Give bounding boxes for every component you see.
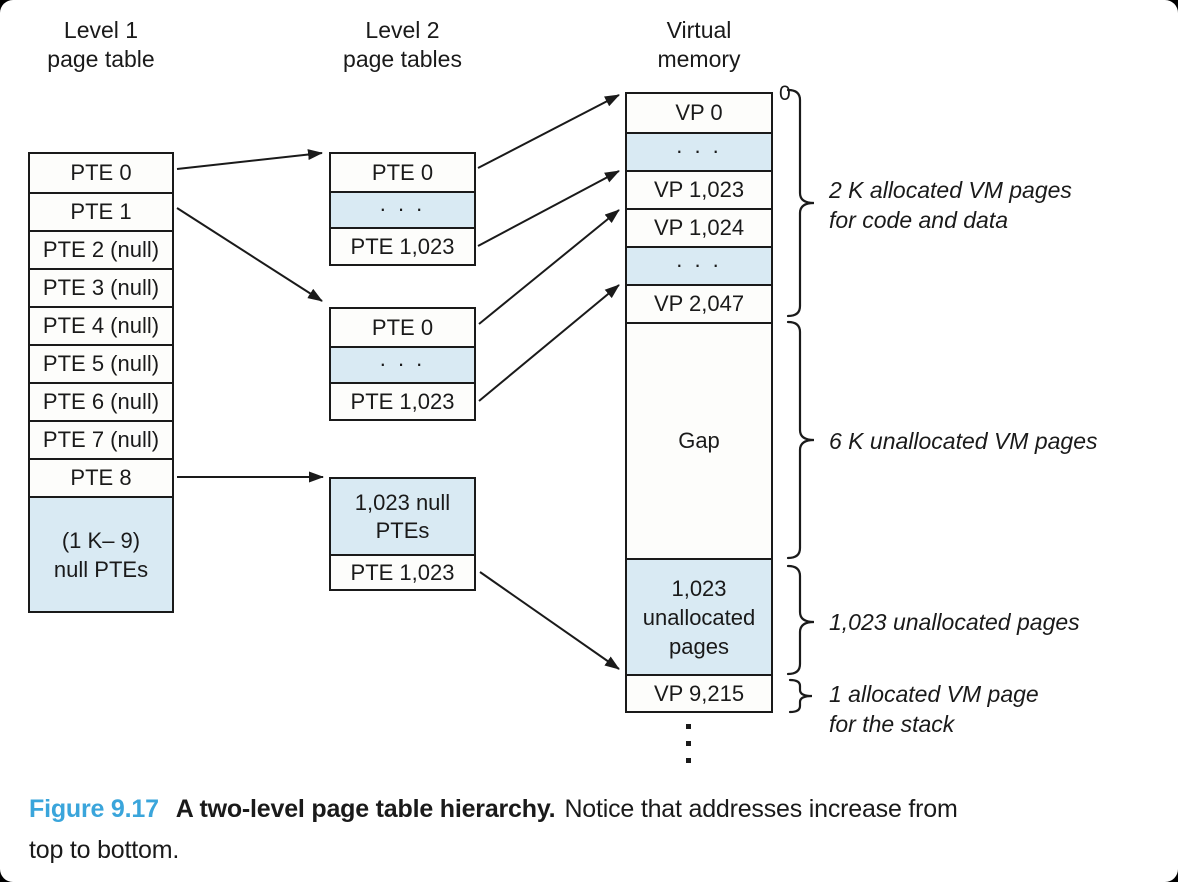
vertical-ellipsis-icon [686, 724, 691, 775]
virtual-memory-column: VP 0 . . . VP 1,023 VP 1,024 . . . VP 2,… [625, 92, 773, 713]
ellipsis-row: . . . [627, 246, 771, 284]
brace-unallocated-pages [786, 564, 815, 676]
arrow-table2-pte1023-to-vp2047 [478, 284, 620, 402]
table-row: PTE 0 [331, 309, 474, 346]
null-block-line2: PTEs [375, 517, 430, 543]
annotation-line: 1 allocated VM page [829, 681, 1039, 707]
level1-heading-line1: Level 1 [63, 17, 139, 43]
vm-heading-line1: Virtual [666, 17, 732, 43]
level2-heading-line1: Level 2 [365, 17, 440, 43]
arrow-table1-pte0-to-vp0 [477, 94, 620, 169]
table-row: PTE 1,023 [331, 554, 474, 589]
null-ptes-block: 1,023 null PTEs [331, 479, 474, 554]
table-row: VP 2,047 [627, 284, 771, 322]
unallocated-line1: 1,023 [671, 575, 727, 601]
level1-page-table: PTE 0 PTE 1 PTE 2 (null) PTE 3 (null) PT… [28, 152, 174, 613]
annotation-code-data: 2 K allocated VM pages for code and data [829, 175, 1072, 235]
unallocated-pages-block: 1,023 unallocated pages [627, 558, 771, 674]
annotation-line: for the stack [829, 711, 955, 737]
table-row: PTE 0 [331, 154, 474, 191]
arrow-pte1-to-table2 [176, 207, 323, 302]
annotation-line: 2 K allocated VM pages [829, 177, 1072, 203]
virtual-memory-heading: Virtual memory [625, 16, 773, 74]
ellipsis: . . . [676, 247, 722, 272]
level1-heading: Level 1 page table [28, 16, 174, 74]
ellipsis: . . . [676, 133, 722, 158]
table-row: PTE 1,023 [331, 227, 474, 264]
arrow-table1-pte1023-to-vp1023 [477, 170, 620, 247]
table-row: PTE 7 (null) [30, 420, 172, 458]
null-block-line1: 1,023 null [354, 489, 451, 515]
figure-caption: Figure 9.17 A two-level page table hierar… [29, 789, 1153, 871]
null-ptes-line2: null PTEs [53, 556, 149, 582]
arrow-table2-pte0-to-vp1024 [478, 209, 620, 325]
unallocated-line2: unallocated [642, 604, 756, 630]
null-ptes-block: (1 K– 9) null PTEs [30, 496, 172, 611]
table-row: PTE 2 (null) [30, 230, 172, 268]
table-row: PTE 8 [30, 458, 172, 496]
ellipsis: . . . [379, 191, 426, 216]
table-row: VP 9,215 [627, 674, 771, 711]
address-origin-label: 0 [779, 82, 791, 105]
table-row: PTE 1 [30, 192, 172, 230]
table-row: PTE 6 (null) [30, 382, 172, 420]
figure-number: Figure 9.17 [29, 795, 159, 823]
level1-heading-line2: page table [47, 46, 155, 72]
level2-page-table-2: PTE 0 . . . PTE 1,023 [329, 307, 476, 421]
table-row: VP 1,024 [627, 208, 771, 246]
unallocated-line3: pages [669, 633, 729, 659]
table-row: VP 0 [627, 94, 771, 132]
ellipsis-row: . . . [331, 191, 474, 227]
annotation-unallocated-vm: 6 K unallocated VM pages [829, 428, 1098, 454]
ellipsis: . . . [379, 346, 426, 371]
brace-code-data [786, 88, 815, 318]
dot [686, 724, 691, 729]
level2-heading: Level 2 page tables [329, 16, 476, 74]
dot [686, 741, 691, 746]
caption-note-line1: Notice that addresses increase from [564, 795, 958, 823]
table-row: PTE 0 [30, 154, 172, 192]
brace-stack [788, 678, 813, 714]
table-row: VP 1,023 [627, 170, 771, 208]
arrow-pte0-to-table1 [176, 149, 323, 170]
ellipsis-row: . . . [331, 346, 474, 382]
level2-page-table-3: 1,023 null PTEs PTE 1,023 [329, 477, 476, 591]
arrow-table3-pte1023-to-vp9215 [479, 571, 620, 670]
table-row: PTE 4 (null) [30, 306, 172, 344]
level2-heading-line2: page tables [343, 46, 462, 72]
ellipsis-row: . . . [627, 132, 771, 170]
gap-region: Gap [627, 322, 771, 558]
caption-title: A two-level page table hierarchy. [175, 795, 556, 823]
level2-page-table-1: PTE 0 . . . PTE 1,023 [329, 152, 476, 266]
null-ptes-line1: (1 K– 9) [61, 527, 141, 553]
table-row: PTE 3 (null) [30, 268, 172, 306]
annotation-unallocated-pages: 1,023 unallocated pages [829, 609, 1080, 635]
annotation-line: for code and data [829, 207, 1009, 233]
vm-heading-line2: memory [657, 46, 741, 72]
caption-line1: Figure 9.17 A two-level page table hierar… [29, 789, 1153, 830]
table-row: PTE 5 (null) [30, 344, 172, 382]
table-row: PTE 1,023 [331, 382, 474, 419]
dot [686, 758, 691, 763]
caption-note-line2: top to bottom. [29, 836, 180, 864]
annotation-stack: 1 allocated VM page for the stack [829, 679, 1039, 739]
brace-unallocated-vm [786, 320, 815, 560]
